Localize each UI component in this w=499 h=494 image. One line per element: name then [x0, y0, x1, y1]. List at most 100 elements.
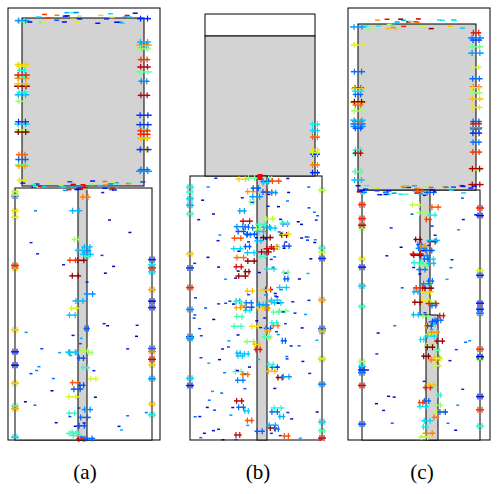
vector-marker — [271, 405, 285, 411]
vector-marker — [362, 192, 367, 193]
vector-marker — [417, 210, 429, 216]
vector-marker — [421, 353, 430, 359]
vector-marker — [237, 271, 240, 272]
vector-marker — [423, 430, 436, 436]
vector-marker — [237, 251, 240, 252]
vector-marker — [69, 355, 72, 356]
vector-marker — [412, 185, 417, 186]
vector-marker — [452, 20, 457, 21]
vector-marker — [17, 177, 27, 183]
vector-marker — [392, 193, 397, 194]
vector-marker — [281, 221, 290, 227]
vector-marker — [138, 57, 150, 63]
vector-marker — [15, 129, 30, 135]
vector-marker — [82, 244, 93, 250]
vector-marker — [270, 259, 273, 260]
vector-marker — [84, 291, 96, 297]
vector-marker — [186, 285, 194, 291]
vector-marker — [424, 333, 437, 339]
vector-marker — [243, 244, 251, 250]
vector-marker — [137, 64, 150, 70]
vector-marker — [264, 294, 267, 295]
vector-marker — [30, 373, 33, 374]
vector-marker — [278, 413, 285, 419]
vector-marker — [276, 375, 285, 381]
vector-marker — [427, 260, 437, 266]
vector-marker — [214, 178, 217, 179]
vector-marker — [218, 235, 221, 236]
vector-marker — [469, 44, 483, 50]
vector-marker — [275, 296, 278, 297]
vector-marker — [69, 208, 82, 214]
vector-marker — [448, 360, 451, 361]
vector-marker — [247, 294, 250, 295]
vector-marker — [268, 225, 277, 231]
vector-marker — [240, 372, 250, 378]
vector-marker — [434, 356, 443, 362]
vector-marker — [223, 372, 226, 373]
vector-marker — [310, 170, 320, 176]
vector-marker — [212, 214, 215, 215]
vector-marker — [350, 100, 366, 106]
peak-mark — [258, 174, 263, 180]
vector-marker — [77, 18, 82, 19]
vector-marker — [228, 301, 231, 302]
vector-marker — [434, 338, 445, 344]
vector-marker — [427, 278, 435, 284]
vector-marker — [14, 72, 30, 78]
vector-marker — [366, 28, 371, 29]
vector-marker — [15, 119, 29, 125]
vector-marker — [126, 415, 129, 416]
vector-marker — [438, 313, 446, 319]
vector-marker — [265, 238, 268, 239]
vector-marker — [67, 189, 72, 190]
vector-marker — [476, 354, 484, 360]
vector-marker — [83, 423, 86, 424]
vector-marker — [385, 255, 388, 256]
grey-strip — [257, 176, 267, 440]
vector-marker — [200, 335, 203, 336]
vector-marker — [148, 401, 156, 407]
vector-marker — [318, 356, 326, 362]
vector-marker — [401, 287, 404, 288]
vector-marker — [245, 175, 257, 181]
vector-marker — [54, 20, 59, 21]
vector-marker — [34, 210, 37, 211]
vector-marker — [77, 355, 86, 361]
vector-marker — [231, 235, 244, 241]
vector-marker — [412, 299, 422, 305]
vector-marker — [186, 211, 194, 217]
vector-marker — [110, 17, 115, 18]
vector-marker — [267, 194, 270, 195]
vector-marker — [266, 422, 278, 428]
vector-marker — [17, 18, 27, 24]
vector-marker — [273, 256, 276, 257]
vector-marker — [383, 194, 388, 195]
vector-marker — [77, 423, 87, 429]
vector-marker — [431, 226, 434, 227]
vector-marker — [217, 303, 220, 304]
vector-marker — [246, 425, 249, 426]
vector-marker — [316, 411, 319, 412]
vector-marker — [286, 200, 289, 201]
vector-marker — [422, 285, 434, 291]
vector-marker — [276, 285, 289, 291]
vector-marker — [254, 346, 263, 352]
vector-marker — [358, 363, 366, 369]
vector-marker — [27, 21, 32, 22]
vector-marker — [243, 408, 250, 414]
vector-marker — [40, 348, 43, 349]
vector-marker — [400, 247, 403, 248]
vector-marker — [11, 403, 19, 409]
vector-marker — [398, 19, 403, 20]
vector-marker — [249, 323, 261, 329]
vector-marker — [52, 378, 55, 379]
vector-marker — [470, 139, 482, 145]
vector-marker — [37, 366, 40, 367]
vector-marker — [318, 255, 326, 261]
vector-marker — [15, 18, 30, 24]
vector-marker — [88, 376, 98, 382]
vector-marker — [98, 15, 103, 16]
vector-marker — [136, 325, 139, 326]
